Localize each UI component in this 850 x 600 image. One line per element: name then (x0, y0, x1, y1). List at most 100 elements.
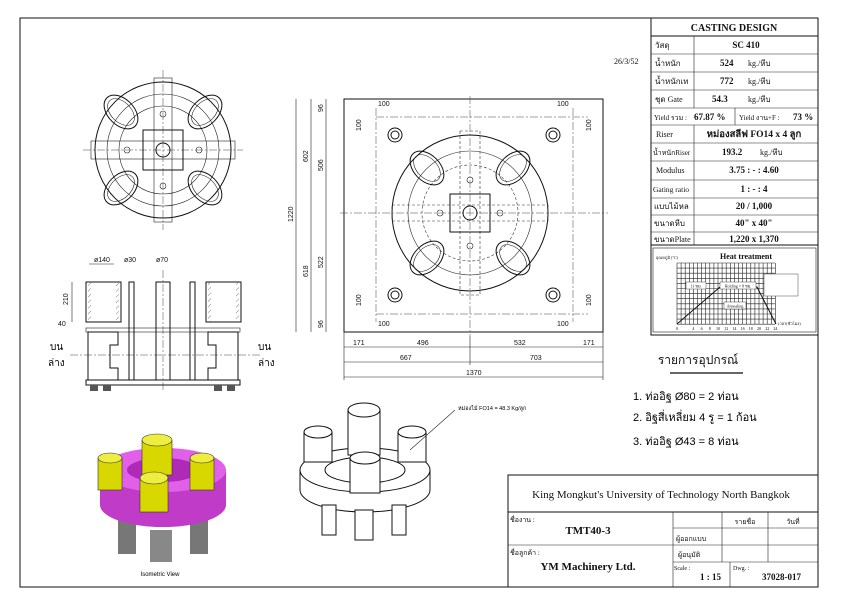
svg-text:บน: บน (258, 342, 271, 353)
svg-text:73 %: 73 % (793, 112, 813, 122)
list-item: 1. ท่ออิฐ Ø80 = 2 ท่อน (633, 391, 739, 403)
svg-text:ชื่อลูกค้า :: ชื่อลูกค้า : (510, 548, 540, 557)
x-tick-label: 14 (732, 326, 736, 331)
x-tick-label: 10 (716, 326, 720, 331)
job-name: TMT40-3 (565, 525, 611, 537)
svg-text:618: 618 (303, 265, 310, 277)
svg-text:ล่าง: ล่าง (258, 358, 275, 369)
svg-text:น้ำหนัก: น้ำหนัก (655, 57, 681, 68)
svg-text:1,220 x 1,370: 1,220 x 1,370 (729, 234, 779, 244)
svg-text:บน: บน (50, 342, 63, 353)
institution-name: King Mongkut's University of Technology … (532, 489, 790, 501)
svg-text:11 ชม.: 11 ชม. (690, 284, 701, 289)
x-tick-label: 0 (676, 326, 678, 331)
svg-text:100: 100 (378, 321, 390, 328)
equipment-title: รายการอุปกรณ์ (658, 353, 738, 368)
svg-text:ชุด Gate: ชุด Gate (655, 95, 683, 104)
x-tick-label: 16 (741, 326, 745, 331)
svg-text:100: 100 (378, 101, 390, 108)
svg-text:3.75 : - : 4.60: 3.75 : - : 4.60 (729, 165, 779, 175)
svg-text:Yield งาน+F :: Yield งาน+F : (739, 114, 780, 122)
svg-text:602: 602 (303, 150, 310, 162)
svg-text:ø140: ø140 (94, 257, 110, 264)
svg-text:Holding = 8 ชม.: Holding = 8 ชม. (725, 284, 752, 289)
svg-text:อุณหภูมิ (°C): อุณหภูมิ (°C) (656, 255, 679, 261)
svg-text:1220: 1220 (288, 206, 295, 222)
title-block: King Mongkut's University of Technology … (507, 474, 819, 588)
table-row: Riser หม่องสลีฟ FO14 x 4 ลูก (651, 128, 818, 144)
svg-text:Modulus: Modulus (656, 166, 684, 175)
svg-text:kg./หีบ: kg./หีบ (760, 148, 783, 157)
table-row: ขนาดPlate 1,220 x 1,370 (651, 234, 818, 246)
svg-text:506: 506 (318, 159, 325, 171)
x-tick-label: 6 (701, 326, 703, 331)
plate-view: 100 100 100 100 100 100 100 100 1220 602… (288, 96, 608, 380)
table-row: ขนาดหีบ 40" x 40" (651, 218, 818, 233)
scale-value: 1 : 15 (700, 572, 721, 582)
riser-note: หม่องไม้ FO14 = 48.3 Kg/ลูก (458, 405, 526, 412)
svg-text:รายชื่อ: รายชื่อ (735, 517, 756, 526)
svg-text:kg./หีบ: kg./หีบ (748, 77, 771, 86)
svg-text:ขนาดหีบ: ขนาดหีบ (654, 219, 685, 228)
svg-text:ผู้อนุมัติ: ผู้อนุมัติ (678, 551, 701, 559)
table-row: Modulus 3.75 : - : 4.60 (651, 165, 818, 181)
svg-text:kg./หีบ: kg./หีบ (748, 59, 771, 68)
x-tick-label: 22 (765, 326, 769, 331)
svg-text:100: 100 (586, 119, 593, 131)
x-tick-label: 18 (749, 326, 753, 331)
x-tick-label: 24 (773, 326, 777, 331)
svg-text:ผู้ออกแบบ: ผู้ออกแบบ (676, 535, 706, 543)
svg-text:40" x 40": 40" x 40" (736, 218, 773, 228)
svg-text:เวลา(ชั่วโมง): เวลา(ชั่วโมง) (778, 321, 801, 326)
svg-text:วันที่: วันที่ (786, 517, 800, 526)
svg-text:Dwg. :: Dwg. : (733, 566, 750, 572)
isometric-label: Isometric View (141, 572, 181, 578)
yield-row: Yield รวม : 67.87 % Yield งาน+F : 73 % (651, 108, 818, 126)
svg-text:210: 210 (63, 293, 70, 305)
table-row: น้ำหนักเท 772 kg./หีบ (651, 75, 818, 91)
list-item: 2. อิฐสี่เหลี่ยม 4 รู = 1 ก้อน (633, 409, 757, 424)
svg-text:772: 772 (720, 76, 734, 86)
x-tick-label: 20 (757, 326, 761, 331)
customer-name: YM Machinery Ltd. (540, 561, 635, 573)
x-tick-label: 8 (709, 326, 711, 331)
drawing-number: 37028-017 (762, 572, 801, 582)
table-row: น้ำหนักRiser 193.2 kg./หีบ (651, 146, 818, 162)
svg-text:96: 96 (318, 320, 325, 328)
svg-text:54.3: 54.3 (712, 94, 728, 104)
svg-text:Gating ratio: Gating ratio (653, 185, 689, 194)
svg-text:Annealing: Annealing (727, 304, 744, 309)
table-row: ชุด Gate 54.3 kg./หีบ (651, 94, 818, 109)
svg-text:193.2: 193.2 (722, 147, 743, 157)
svg-text:ขนาดPlate: ขนาดPlate (654, 235, 691, 244)
svg-text:ø30: ø30 (124, 257, 136, 264)
table-row: แบบไม้หล 20 / 1,000 (651, 201, 818, 216)
isometric-line-view (299, 402, 456, 541)
svg-text:20 / 1,000: 20 / 1,000 (736, 201, 773, 211)
svg-text:524: 524 (720, 58, 734, 68)
section-view: ø140 ø30 ø70 210 40 บน ล่าง บน ล่าง (48, 257, 275, 391)
svg-text:SC 410: SC 410 (732, 40, 760, 50)
svg-text:ชื่องาน :: ชื่องาน : (510, 515, 535, 524)
x-tick-label: 4 (692, 326, 694, 331)
list-item: 3. ท่ออิฐ Ø43 = 8 ท่อน (633, 436, 739, 448)
svg-text:522: 522 (318, 256, 325, 268)
svg-text:667: 667 (400, 355, 412, 362)
equipment-list: รายการอุปกรณ์ 1. ท่ออิฐ Ø80 = 2 ท่อน 2. … (633, 353, 757, 448)
svg-text:Yield รวม :: Yield รวม : (654, 114, 687, 122)
svg-text:Scale :: Scale : (674, 566, 690, 572)
svg-text:ล่าง: ล่าง (48, 358, 65, 369)
svg-text:kg./หีบ: kg./หีบ (748, 95, 771, 104)
svg-text:96: 96 (318, 104, 325, 112)
svg-text:100: 100 (356, 119, 363, 131)
plan-view (83, 70, 243, 230)
svg-text:1370: 1370 (466, 370, 482, 377)
svg-text:แบบไม้หล: แบบไม้หล (654, 202, 689, 211)
casting-design-table: CASTING DESIGN วัสดุ SC 410 น้ำหนัก 524 … (650, 17, 819, 336)
svg-text:100: 100 (586, 294, 593, 306)
svg-text:703: 703 (530, 355, 542, 362)
svg-text:วัสดุ: วัสดุ (655, 41, 670, 50)
svg-text:100: 100 (557, 101, 569, 108)
heat-treatment-chart: Heat treatment อุณหภูมิ (°C) 11 ชม. Hold… (652, 247, 817, 333)
